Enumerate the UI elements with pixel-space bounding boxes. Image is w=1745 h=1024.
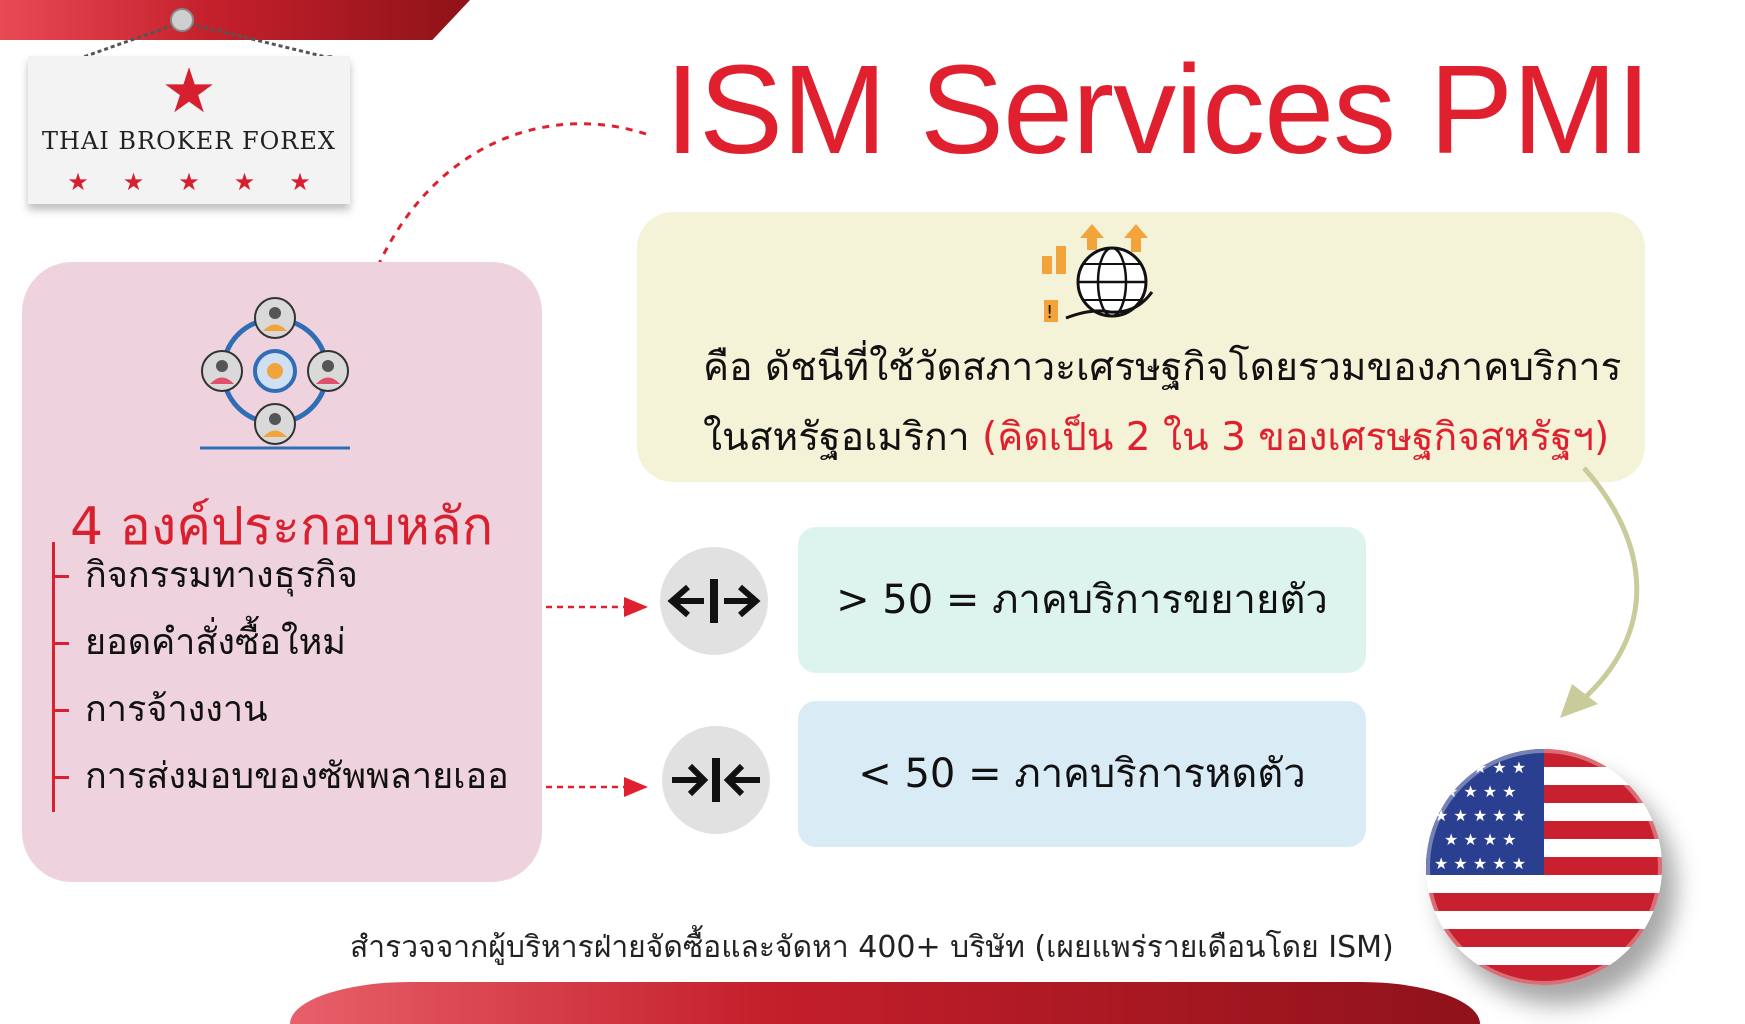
list-item: กิจกรรมทางธุรกิจ [55, 542, 525, 609]
brand-name: THAI BROKER FOREX [42, 127, 336, 155]
top-decor-band [0, 0, 470, 40]
svg-text:★ ★ ★ ★: ★ ★ ★ ★ [1444, 782, 1517, 801]
components-list: กิจกรรมทางธุรกิจ ยอดคำสั่งซื้อใหม่ การจ้… [52, 542, 525, 812]
bottom-decor-band [290, 982, 1480, 1024]
curved-arrow-icon [1560, 466, 1640, 718]
contraction-box: < 50 = ภาคบริการหดตัว [798, 701, 1366, 847]
definition-text: คือ ดัชนีที่ใช้วัดสภาวะเศรษฐกิจโดยรวมของ… [703, 345, 1622, 390]
definition-box [637, 212, 1645, 482]
svg-text:★ ★ ★ ★ ★: ★ ★ ★ ★ ★ [1434, 854, 1526, 873]
list-item: ยอดคำสั่งซื้อใหม่ [55, 609, 525, 676]
logo-hanger-icon [53, 8, 335, 71]
globe-hand-icon: ! [1042, 224, 1154, 323]
page-title: ISM Services PMI [665, 39, 1651, 180]
svg-text:★ ★ ★ ★: ★ ★ ★ ★ [1444, 830, 1517, 849]
expansion-box: > 50 = ภาคบริการขยายตัว [798, 527, 1366, 673]
us-flag-icon: ★ ★ ★ ★ ★ ★ ★ ★ ★ ★ ★ ★ ★ ★ ★ ★ ★ ★ ★ ★ … [1426, 749, 1662, 985]
svg-text:★ ★ ★ ★ ★: ★ ★ ★ ★ ★ [1434, 758, 1526, 777]
list-item: การส่งมอบของซัพพลายเออ [55, 743, 525, 810]
survey-footnote: สำรวจจากผู้บริหารฝ่ายจัดซื้อและจัดหา 400… [350, 930, 1394, 965]
dashed-arrow-icon [546, 597, 648, 617]
contract-arrows-icon [662, 726, 770, 834]
definition-highlight: (คิดเป็น 2 ใน 3 ของเศรษฐกิจสหรัฐฯ) [982, 415, 1610, 460]
expand-arrows-icon [660, 547, 768, 655]
components-heading: 4 องค์ประกอบหลัก [70, 497, 494, 557]
brand-logo: ★ THAI BROKER FOREX ★★★★★ [28, 56, 350, 204]
svg-text:★ ★ ★ ★ ★: ★ ★ ★ ★ ★ [1434, 806, 1526, 825]
definition-country: ในสหรัฐอเมริกา [703, 415, 982, 460]
dashed-arrow-icon [546, 777, 648, 797]
definition-text-line2: ในสหรัฐอเมริกา (คิดเป็น 2 ใน 3 ของเศรษฐก… [703, 406, 1609, 468]
svg-text:!: ! [1046, 302, 1053, 323]
logo-star-icon: ★ [161, 54, 217, 127]
list-item: การจ้างงาน [55, 676, 525, 743]
team-network-icon [200, 297, 350, 450]
logo-small-stars-icon: ★★★★★ [67, 168, 345, 196]
